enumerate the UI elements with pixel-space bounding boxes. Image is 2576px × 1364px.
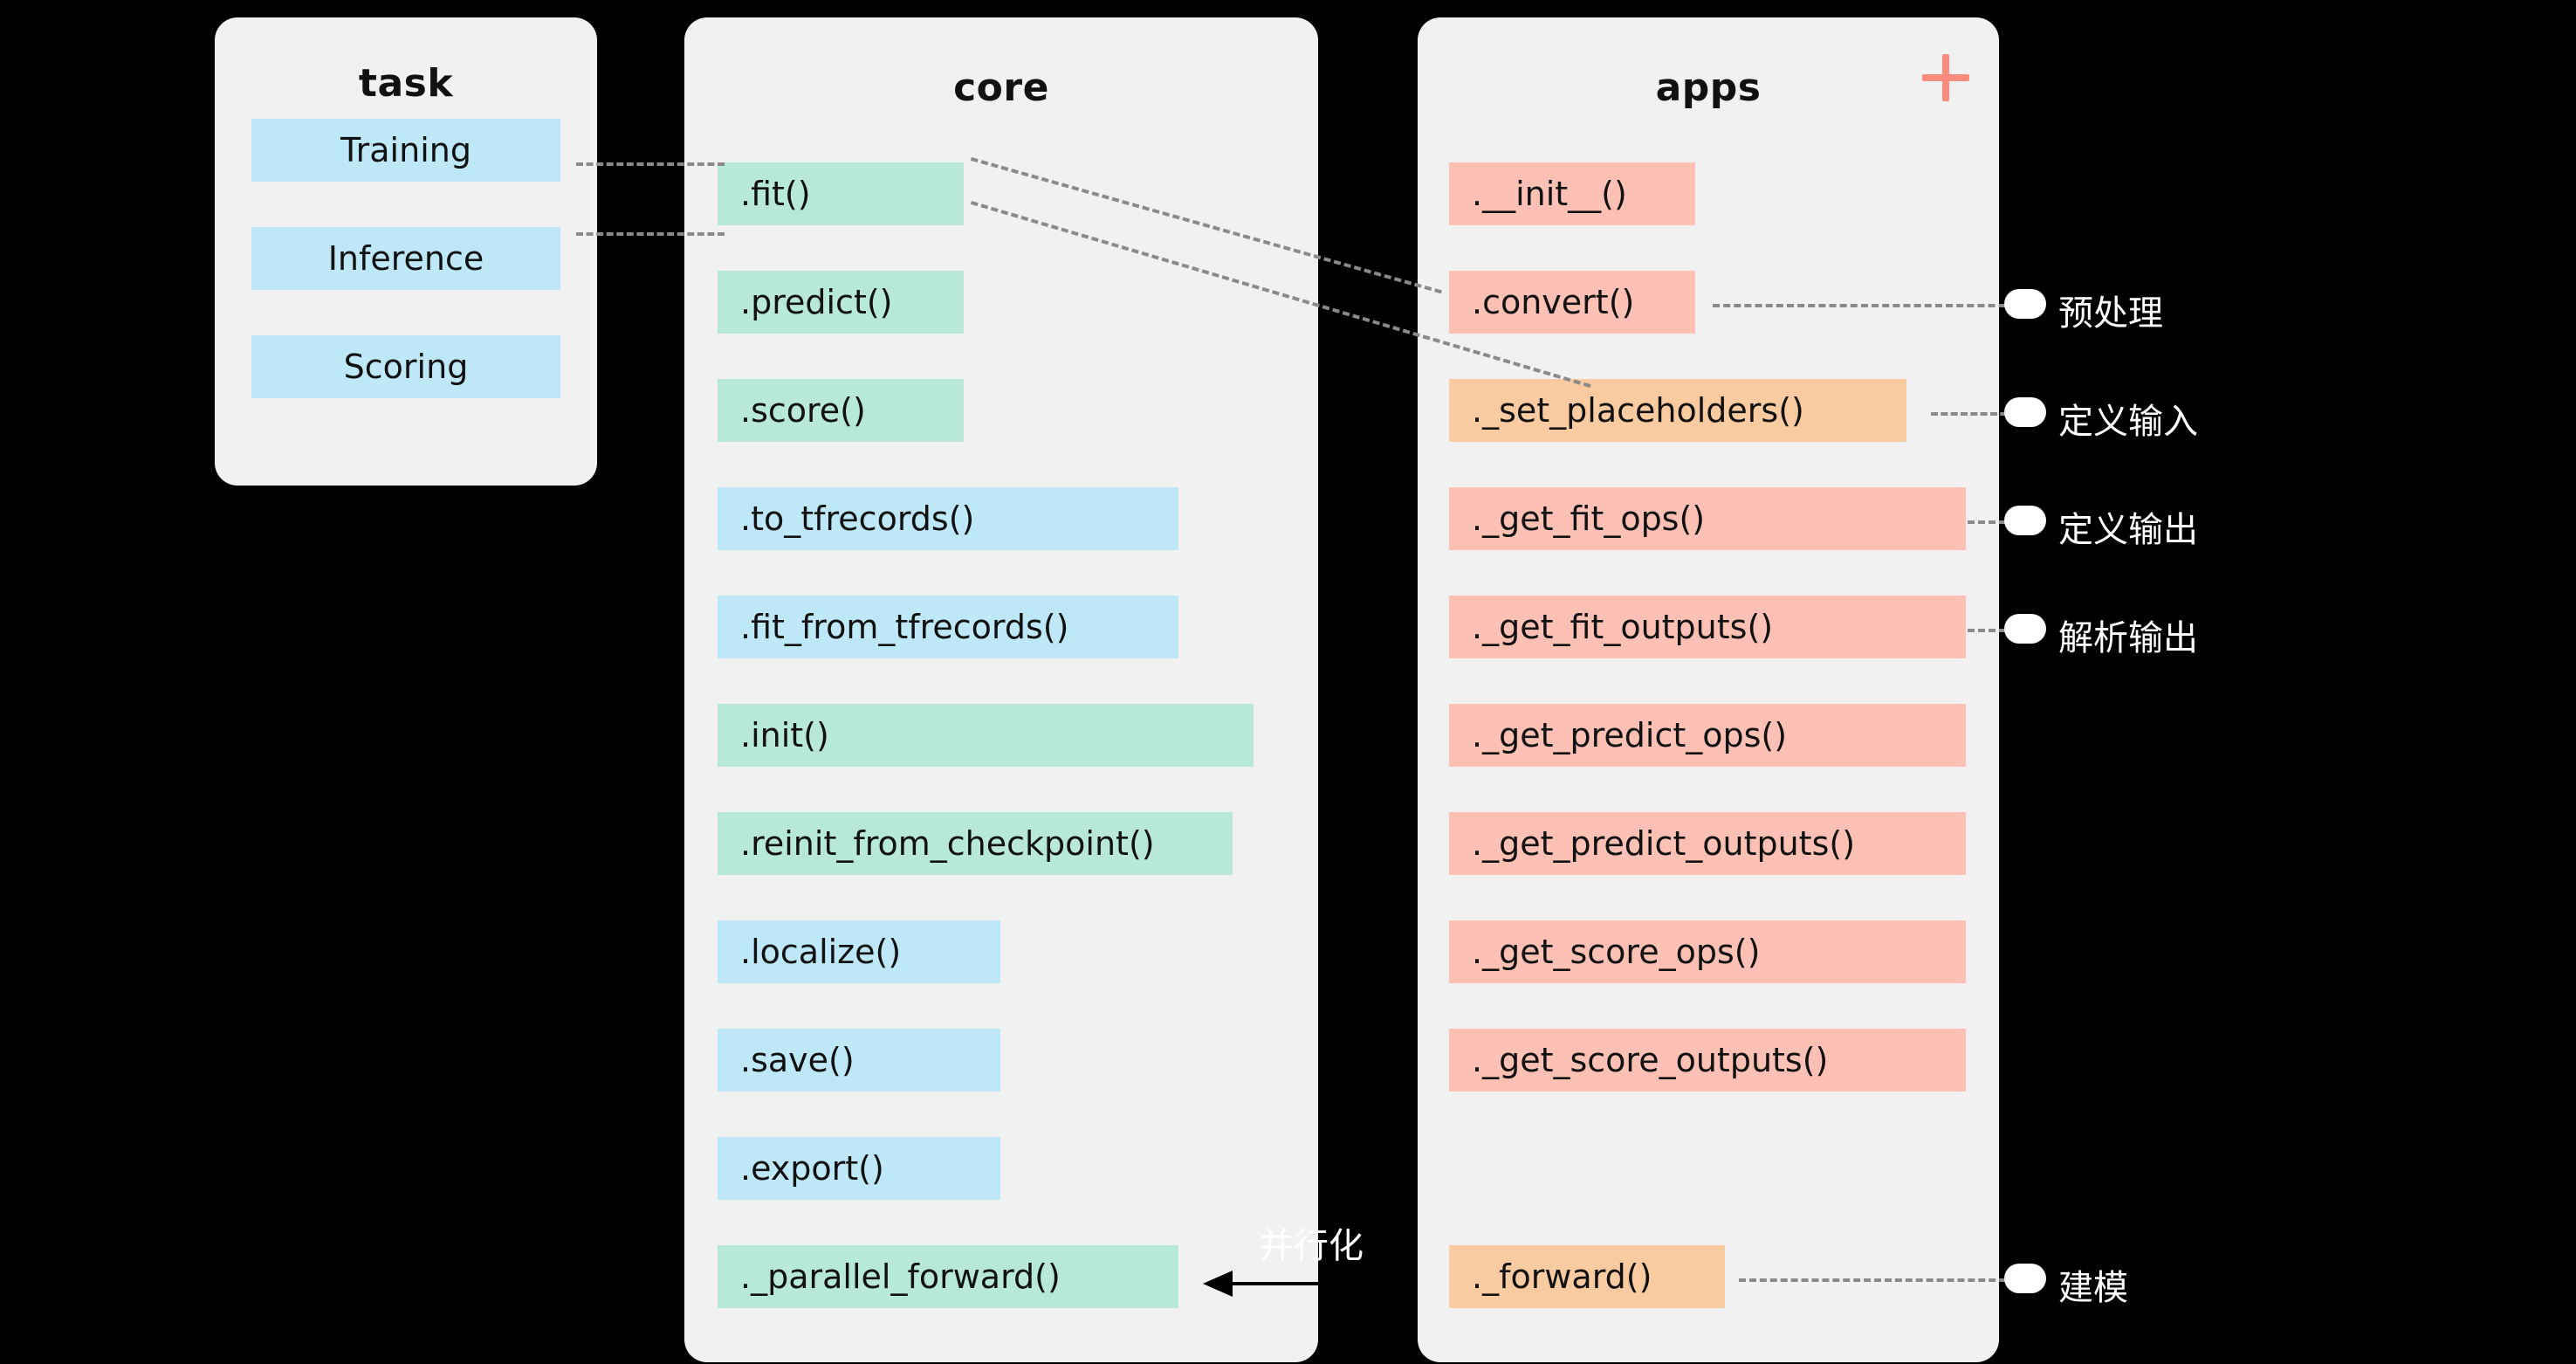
annotation-define-output: 定义输出: [2058, 510, 2198, 550]
apps-item-label: ._get_predict_outputs(): [1472, 824, 1856, 863]
apps-item-label: ._get_predict_ops(): [1472, 716, 1788, 754]
core-item-label: .reinit_from_checkpoint(): [740, 824, 1155, 863]
panel-task: task Training Inference Scoring: [215, 17, 597, 486]
core-item-parallel-forward[interactable]: ._parallel_forward(): [718, 1245, 1178, 1308]
annotation-preprocess: 预处理: [2058, 293, 2163, 334]
annotation-parallelization: 并行化: [1259, 1226, 1364, 1266]
connector-cap-preprocess: [2004, 289, 2046, 319]
task-item-label: Training: [340, 131, 471, 169]
panel-apps-title: apps: [1655, 65, 1762, 110]
task-item-inference[interactable]: Inference: [251, 227, 560, 290]
connector-convert-to-preprocess: [1713, 304, 2027, 307]
connector-cap-define-input: [2004, 397, 2046, 427]
connector-training-to-fit-top: [576, 162, 725, 166]
task-item-scoring[interactable]: Scoring: [251, 335, 560, 398]
arrow-parallelization: [1203, 1271, 1409, 1297]
core-item-save[interactable]: .save(): [718, 1029, 1000, 1092]
core-item-label: .localize(): [740, 933, 902, 971]
apps-item-label: ._get_score_outputs(): [1472, 1041, 1829, 1079]
connector-training-to-fit-bottom: [576, 232, 725, 236]
panel-apps: apps .__init__() .convert() ._set_placeh…: [1418, 17, 1999, 1362]
core-item-export[interactable]: .export(): [718, 1137, 1000, 1200]
connector-get-fit-ops-to-define-output: [1968, 520, 2027, 524]
apps-item-get-predict-ops[interactable]: ._get_predict_ops(): [1449, 704, 1966, 767]
apps-item-get-score-ops[interactable]: ._get_score_ops(): [1449, 920, 1966, 983]
panel-task-title: task: [358, 61, 454, 106]
connector-set-placeholders-to-define-input: [1931, 412, 2027, 416]
core-item-localize[interactable]: .localize(): [718, 920, 1000, 983]
apps-item-label: .__init__(): [1472, 175, 1627, 213]
connector-cap-parse-output: [2004, 614, 2046, 644]
core-item-label: .predict(): [740, 283, 893, 321]
plus-icon[interactable]: [1922, 54, 1969, 101]
apps-item-get-fit-outputs[interactable]: ._get_fit_outputs(): [1449, 596, 1966, 658]
apps-item-label: ._set_placeholders(): [1472, 391, 1804, 430]
apps-item-label: ._get_score_ops(): [1472, 933, 1761, 971]
core-item-fit[interactable]: .fit(): [718, 162, 964, 225]
core-item-score[interactable]: .score(): [718, 379, 964, 442]
apps-item-forward[interactable]: ._forward(): [1449, 1245, 1725, 1308]
apps-item-label: .convert(): [1472, 283, 1635, 321]
panel-core: core .fit() .predict() .score() .to_tfre…: [684, 17, 1318, 1362]
apps-item-get-score-outputs[interactable]: ._get_score_outputs(): [1449, 1029, 1966, 1092]
apps-item-label: ._get_fit_ops(): [1472, 499, 1706, 538]
annotation-define-input: 定义输入: [2058, 402, 2198, 442]
core-item-label: ._parallel_forward(): [740, 1257, 1061, 1296]
core-item-label: .score(): [740, 391, 866, 430]
core-item-label: .init(): [740, 716, 829, 754]
core-item-label: .to_tfrecords(): [740, 499, 975, 538]
apps-item-init[interactable]: .__init__(): [1449, 162, 1695, 225]
apps-item-convert[interactable]: .convert(): [1449, 271, 1695, 334]
panel-core-title: core: [953, 65, 1049, 110]
apps-item-get-predict-outputs[interactable]: ._get_predict_outputs(): [1449, 812, 1966, 875]
core-item-to-tfrecords[interactable]: .to_tfrecords(): [718, 487, 1178, 550]
connector-forward-to-modeling: [1739, 1278, 2027, 1282]
core-item-label: .fit_from_tfrecords(): [740, 608, 1069, 646]
connector-get-fit-outputs-to-parse-output: [1968, 629, 2027, 632]
connector-cap-define-output: [2004, 506, 2046, 535]
apps-item-set-placeholders[interactable]: ._set_placeholders(): [1449, 379, 1906, 442]
apps-item-get-fit-ops[interactable]: ._get_fit_ops(): [1449, 487, 1966, 550]
task-item-label: Scoring: [343, 348, 469, 386]
core-item-label: .save(): [740, 1041, 855, 1079]
task-item-label: Inference: [327, 239, 484, 278]
apps-item-label: ._forward(): [1472, 1257, 1652, 1296]
task-item-training[interactable]: Training: [251, 119, 560, 182]
apps-item-label: ._get_fit_outputs(): [1472, 608, 1774, 646]
core-item-predict[interactable]: .predict(): [718, 271, 964, 334]
core-item-label: .fit(): [740, 175, 811, 213]
annotation-modeling: 建模: [2058, 1268, 2128, 1308]
core-item-reinit-from-checkpoint[interactable]: .reinit_from_checkpoint(): [718, 812, 1233, 875]
core-item-fit-from-tfrecords[interactable]: .fit_from_tfrecords(): [718, 596, 1178, 658]
annotation-parse-output: 解析输出: [2058, 618, 2198, 658]
connector-cap-modeling: [2004, 1264, 2046, 1293]
core-item-init[interactable]: .init(): [718, 704, 1254, 767]
core-item-label: .export(): [740, 1149, 884, 1188]
